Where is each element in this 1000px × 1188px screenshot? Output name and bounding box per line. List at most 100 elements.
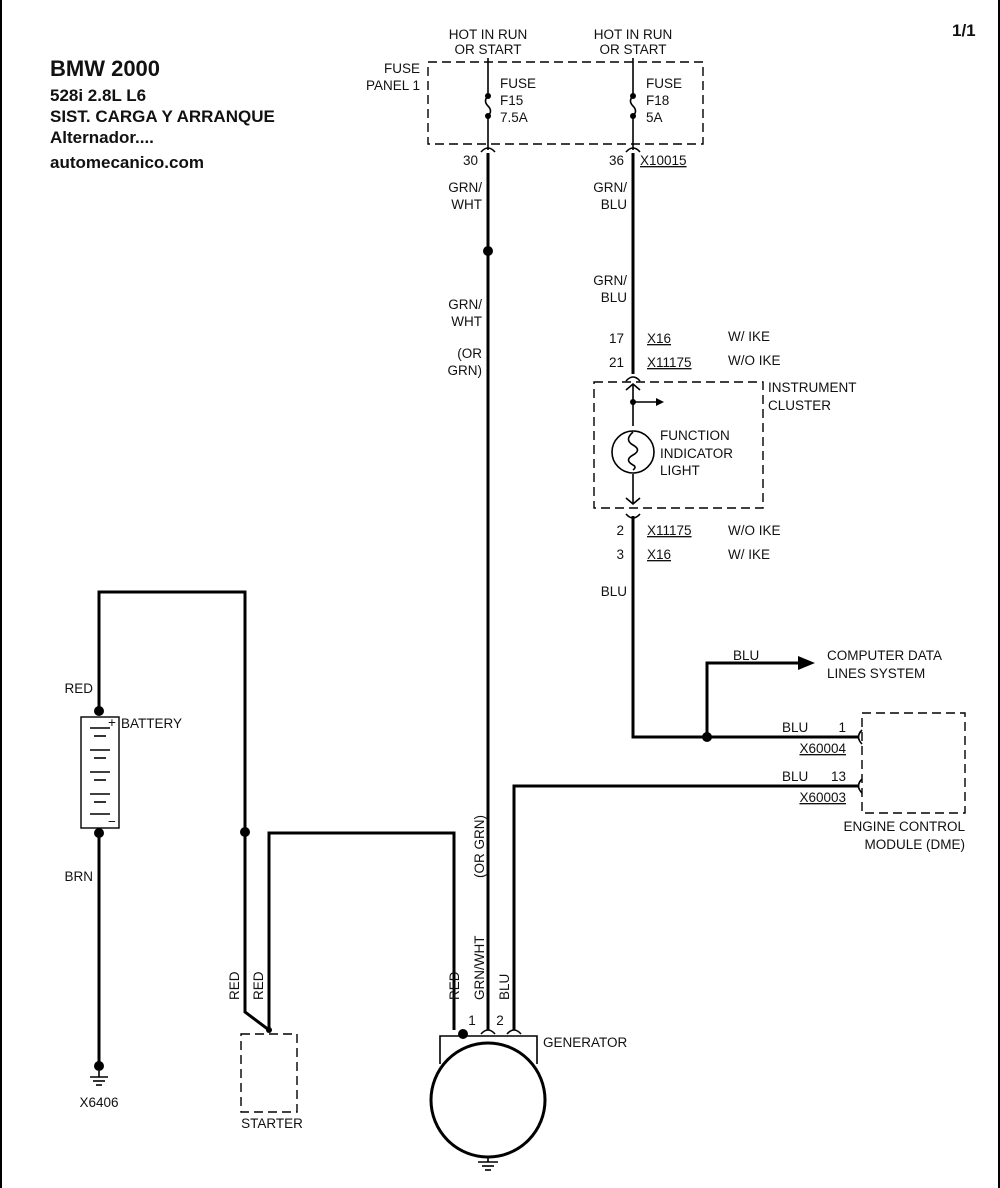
cluster-note-top-2: W/O IKE — [728, 353, 781, 368]
cluster-pin-bot-2: 3 — [616, 547, 624, 562]
ecm-connector-1 — [857, 729, 863, 745]
cdl-label-2: LINES SYSTEM — [827, 666, 925, 681]
page-number: 1/1 — [952, 21, 976, 40]
wire-label-blu-gen: BLU — [497, 974, 512, 1000]
wire-label-red-starter-b: RED — [251, 971, 266, 1000]
ecm-pin-1: 1 — [838, 720, 846, 735]
generator-label: GENERATOR — [543, 1035, 628, 1050]
starter-box — [240, 1033, 298, 1113]
wire-label-grn-blu-2a: GRN/ — [593, 273, 627, 288]
ecm-conn-2: X60003 — [799, 790, 846, 805]
fuse-f15-terminal-bottom — [485, 113, 491, 119]
fuse-f15-symbol — [484, 95, 492, 117]
cdl-label-1: COMPUTER DATA — [827, 648, 942, 663]
wire-red-starter-generator — [267, 831, 456, 1030]
hot-label-1a: HOT IN RUN — [449, 27, 528, 42]
cluster-pin-top-1: 17 — [609, 331, 624, 346]
generator-icon — [429, 1041, 547, 1159]
starter-terminal — [266, 1027, 272, 1033]
generator-pin-2: 2 — [496, 1013, 504, 1028]
wire-label-blu-pin13: BLU — [782, 769, 808, 784]
fuse-f18-symbol — [629, 95, 637, 117]
light-label-3: LIGHT — [660, 463, 700, 478]
model-line: 528i 2.8L L6 — [50, 86, 146, 105]
wire-label-red-starter-a: RED — [227, 971, 242, 1000]
system-line: SIST. CARGA Y ARRANQUE — [50, 107, 275, 126]
cluster-connector-top — [625, 376, 641, 382]
cluster-pin-bot-1: 2 — [616, 523, 624, 538]
fuse-f18-connector — [625, 147, 641, 153]
cluster-conn-bot-1: X11175 — [647, 523, 692, 538]
component-line: Alternador.... — [50, 128, 154, 147]
fuse-f15-label-2: F15 — [500, 93, 523, 108]
fuse-f18-connector-id: X10015 — [640, 153, 687, 168]
wire-label-grn-wht-2a: GRN/ — [448, 297, 482, 312]
light-label-2: INDICATOR — [660, 446, 733, 461]
fuse-panel-label-2: PANEL 1 — [366, 78, 420, 93]
cluster-label-2: CLUSTER — [768, 398, 831, 413]
cluster-pin-top-2: 21 — [609, 355, 624, 370]
wire-label-blu-cdl: BLU — [733, 648, 759, 663]
ecm-connector-2 — [857, 778, 863, 794]
fuse-f15-connector — [480, 147, 496, 153]
cdl-arrow — [798, 656, 815, 670]
ground-icon-battery — [90, 1061, 108, 1086]
wire-label-or-grn-gen: (OR GRN) — [472, 815, 487, 878]
wire-label-brn: BRN — [64, 869, 93, 884]
wire-blu-cdl — [705, 661, 800, 737]
wire-label-or-grn-b: GRN) — [448, 363, 483, 378]
ecm-pin-2: 13 — [831, 769, 846, 784]
ecm-label-2: MODULE (DME) — [865, 837, 966, 852]
cluster-conn-top-1: X16 — [647, 331, 671, 346]
fuse-f18-label-3: 5A — [646, 110, 663, 125]
ground-label: X6406 — [79, 1095, 118, 1110]
ecm-conn-1: X60004 — [799, 741, 846, 756]
wire-label-grn-blu-1b: BLU — [601, 197, 627, 212]
fuse-f15-pin: 30 — [463, 153, 478, 168]
wire-label-grn-blu-2b: BLU — [601, 290, 627, 305]
diagram-title: BMW 2000 — [50, 56, 160, 81]
fuse-f15-terminal-top — [485, 93, 491, 99]
cluster-note-top-1: W/ IKE — [728, 329, 770, 344]
hot-label-2b: OR START — [599, 42, 666, 57]
wire-red-battery — [97, 590, 247, 832]
wire-blu-cluster-ecm — [631, 516, 858, 739]
fuse-f15-label-1: FUSE — [500, 76, 536, 91]
ecm-label-1: ENGINE CONTROL — [843, 819, 965, 834]
wire-label-blu-pin1: BLU — [782, 720, 808, 735]
cluster-conn-top-2: X11175 — [647, 355, 692, 370]
wire-label-red-gen: RED — [447, 971, 462, 1000]
fuse-f18-pin: 36 — [609, 153, 624, 168]
fuse-f18-terminal-bottom — [630, 113, 636, 119]
source-line: automecanico.com — [50, 153, 204, 172]
battery-plus: + — [108, 715, 116, 730]
battery-icon — [80, 716, 120, 829]
battery-label: BATTERY — [121, 716, 182, 731]
starter-label: STARTER — [241, 1116, 303, 1131]
splice-grn-wht — [483, 246, 493, 256]
fuse-panel-label-1: FUSE — [384, 61, 420, 76]
cluster-label-1: INSTRUMENT — [768, 380, 857, 395]
instrument-cluster-box — [593, 381, 764, 509]
cluster-note-bot-2: W/ IKE — [728, 547, 770, 562]
wire-label-or-grn-a: (OR — [457, 346, 482, 361]
wire-label-grn-blu-1a: GRN/ — [593, 180, 627, 195]
generator-connector-1 — [480, 1029, 496, 1035]
cluster-arrow-out — [625, 497, 641, 506]
generator-terminal-b — [458, 1029, 468, 1039]
hot-label-2a: HOT IN RUN — [594, 27, 673, 42]
function-indicator-light-icon — [611, 430, 655, 474]
wire-blu-gen-ecm — [512, 784, 858, 1030]
fuse-panel-box — [427, 61, 704, 145]
cluster-conn-bot-2: X16 — [647, 547, 671, 562]
fuse-f18-label-1: FUSE — [646, 76, 682, 91]
hot-label-1b: OR START — [454, 42, 521, 57]
fuse-f15-label-3: 7.5A — [500, 110, 528, 125]
ecm-box — [861, 712, 966, 814]
battery-positive-terminal — [94, 706, 104, 716]
fuse-f18-terminal-top — [630, 93, 636, 99]
wire-red-starter-1 — [243, 832, 270, 1032]
wire-label-grn-wht-gen: GRN/WHT — [472, 936, 487, 1001]
